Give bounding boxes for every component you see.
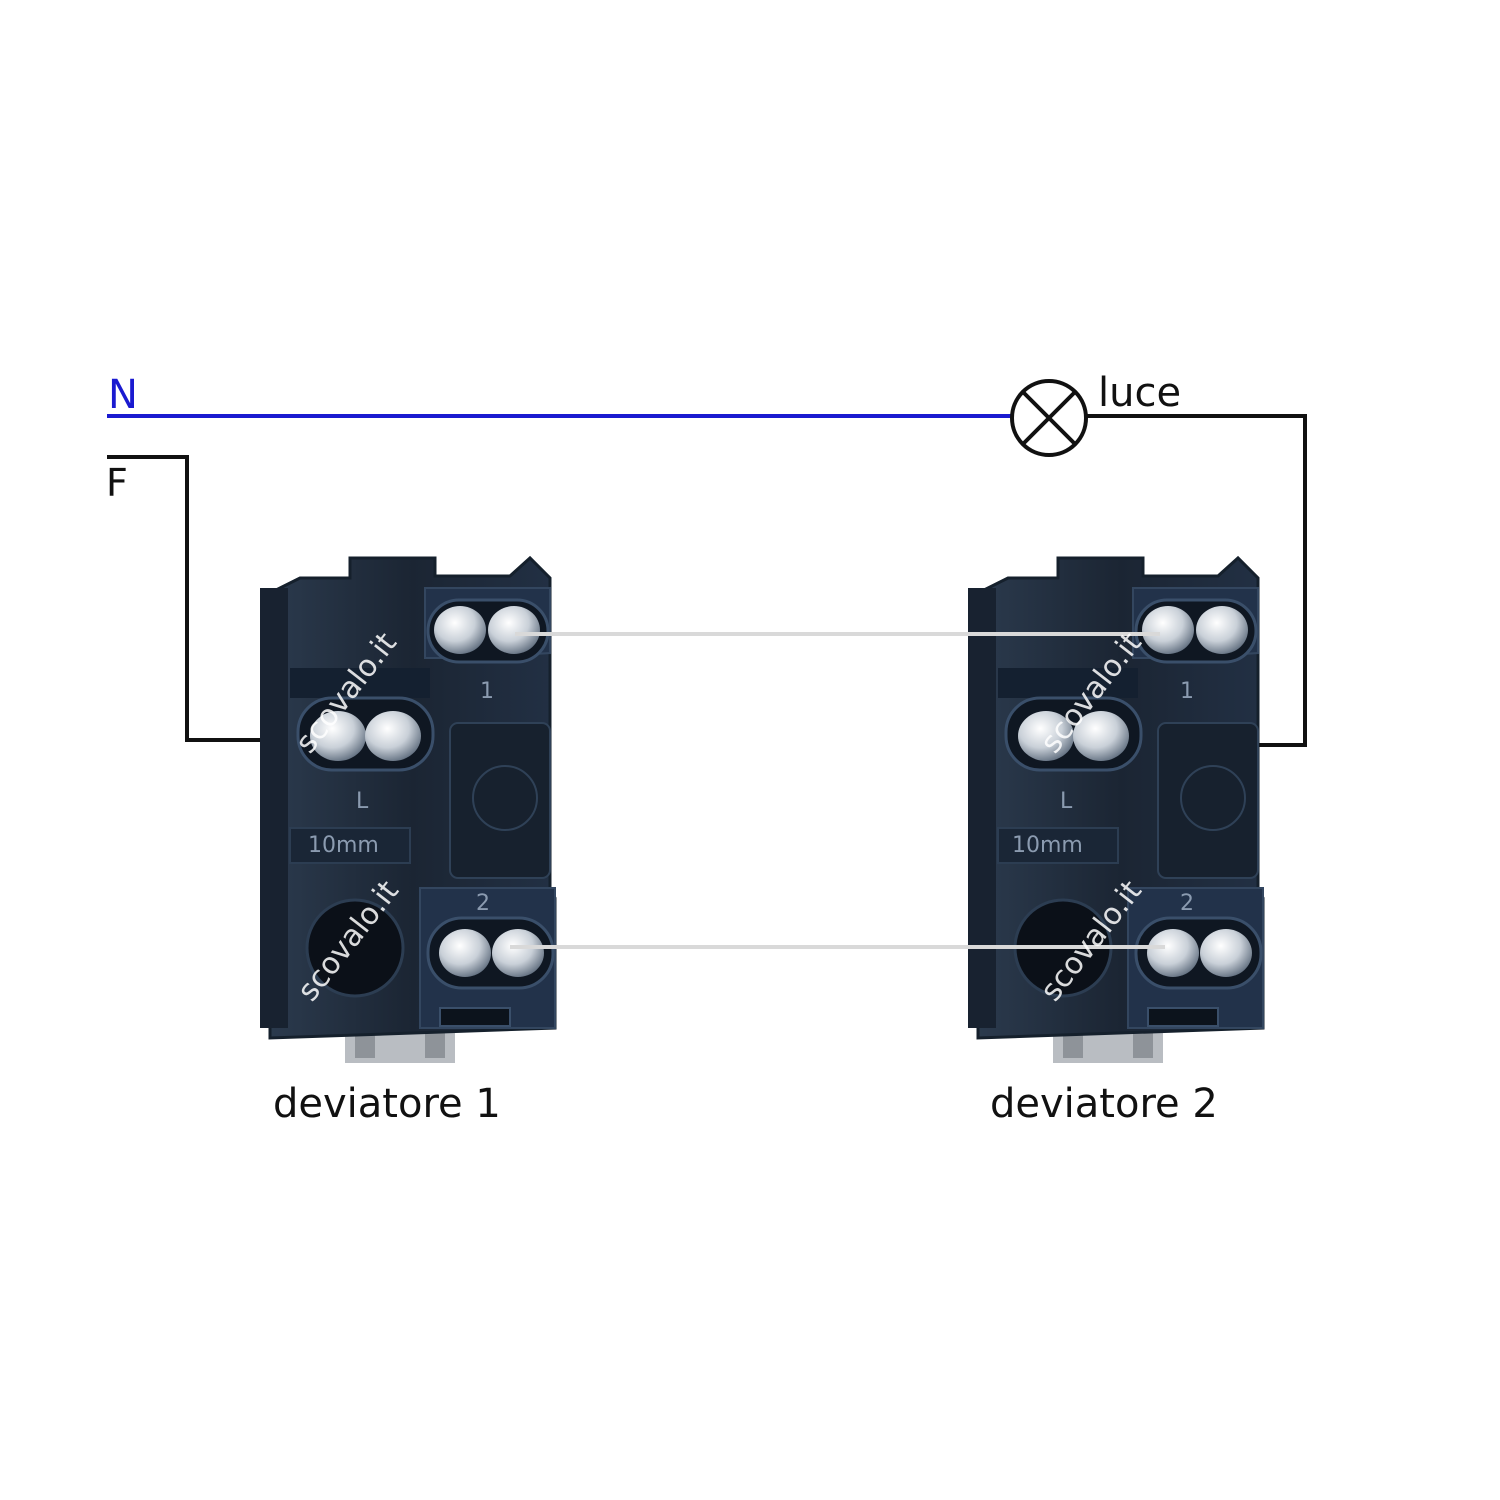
switch-1-label: deviatore 1 (273, 1081, 501, 1127)
switch-2-strip-gauge: 10mm (1012, 833, 1083, 858)
switch-2-label: deviatore 2 (990, 1081, 1218, 1127)
switch-1-terminal-L-label: L (356, 789, 369, 814)
neutral-label: N (108, 372, 138, 418)
phase-label: F (106, 461, 128, 505)
switch-2-terminal-2-label: 2 (1180, 891, 1194, 916)
switch-1-strip-gauge: 10mm (308, 833, 379, 858)
switch-2-terminal-1-label: 1 (1180, 679, 1194, 704)
switch-1-terminal-2-label: 2 (476, 891, 490, 916)
switch-1-terminal-1-label: 1 (480, 679, 494, 704)
lamp-symbol-icon (1010, 379, 1088, 457)
lamp-label: luce (1098, 370, 1181, 416)
switch-2-body: 1 L 2 10mm (966, 556, 1265, 1065)
switch-2-terminal-L-label: L (1060, 789, 1073, 814)
switch-1-body: 1 L 2 10mm (258, 556, 557, 1065)
